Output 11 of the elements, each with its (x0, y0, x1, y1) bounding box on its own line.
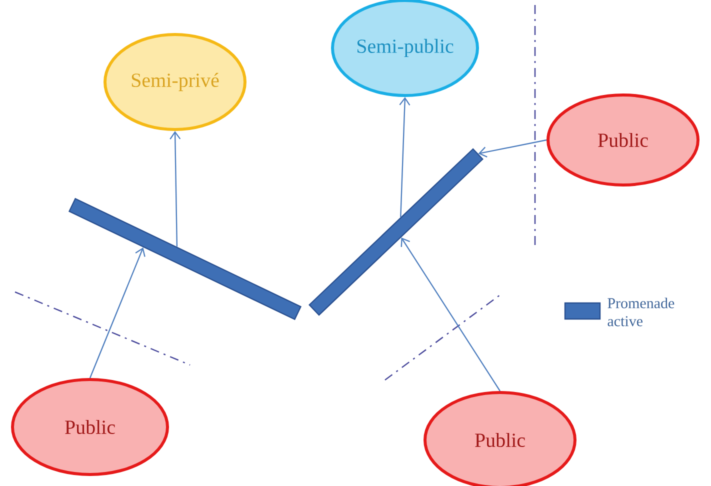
arrow (478, 139, 547, 158)
ellipse-node: Public (546, 94, 700, 186)
legend-text: Promenade active (608, 298, 674, 326)
ellipse-node: Semi-privé (104, 33, 246, 131)
ellipse-node: Public (424, 391, 576, 486)
arrow (399, 97, 410, 218)
arrow (89, 247, 146, 378)
promenade-bar (308, 148, 484, 316)
arrow (170, 131, 181, 247)
ellipse-node: Public (11, 378, 169, 476)
arrow (400, 238, 500, 392)
